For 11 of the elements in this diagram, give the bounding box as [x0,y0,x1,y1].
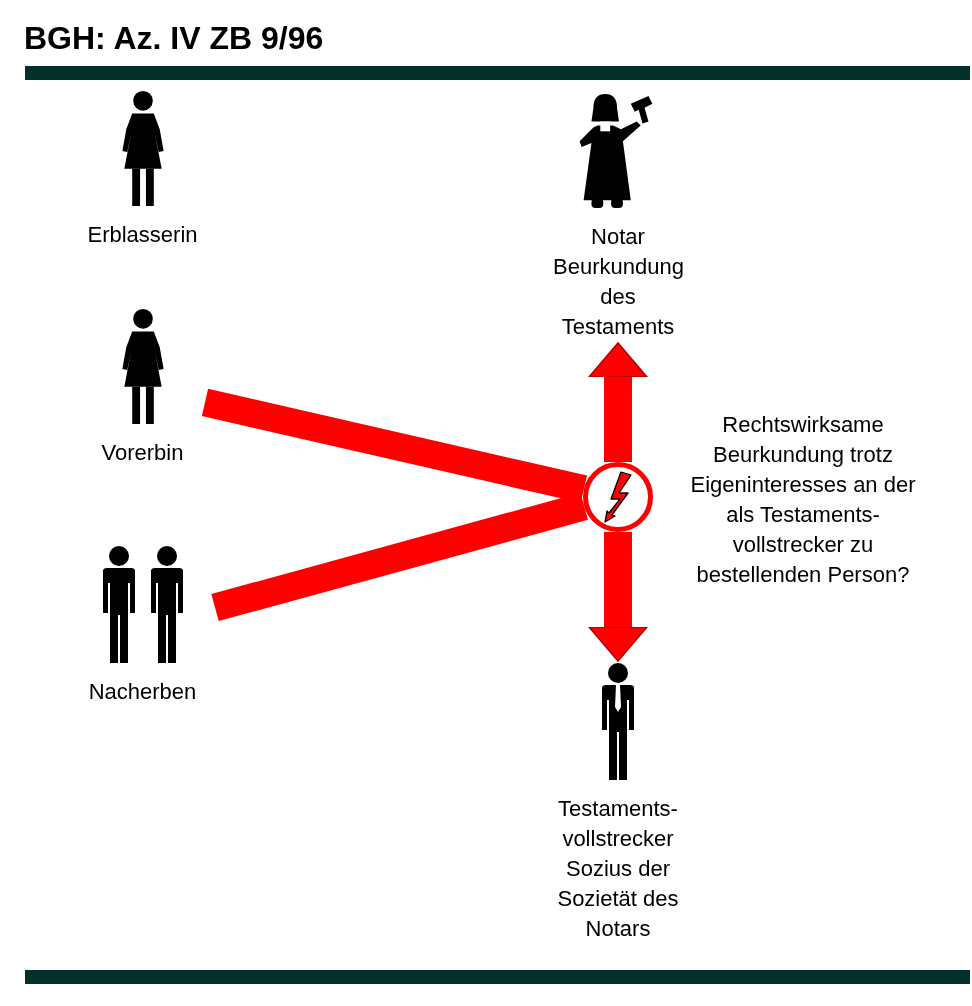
person-label: Vorerbin [101,439,184,467]
title: BGH: Az. IV ZB 9/96 [24,19,324,58]
person-label: Notar Beurkundung des Testaments [553,223,683,341]
person-label: Erblasserin [87,221,198,249]
person-label: Nacherben [88,678,197,706]
question-text: Rechtswirksame Beurkundung trotz Eigeninteresses an der als Testaments-vollstrecker zu bestellenden Person? [689,411,917,589]
arrow [588,532,648,662]
header-bar [25,66,970,80]
arrow [588,342,648,462]
header-bar [25,970,970,984]
person-label: Testaments-vollstrecker Sozius der Sozietät des Notars [556,795,680,943]
